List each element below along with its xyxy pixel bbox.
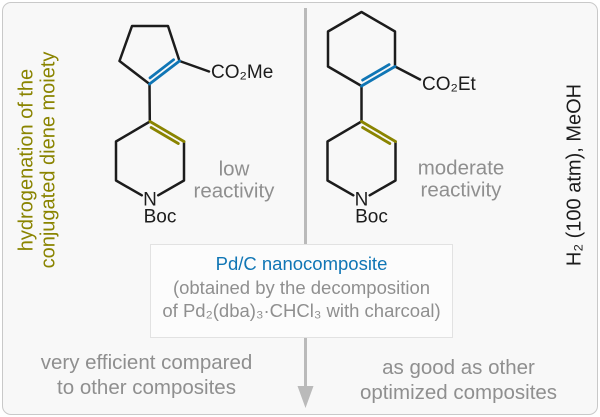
right-piperidine-bonds xyxy=(326,120,397,197)
right-ester-label: CO₂Et xyxy=(422,74,477,95)
right-alkene-double-bond xyxy=(360,63,397,88)
right-ester-bond xyxy=(393,65,422,81)
bottom-left-note-line2: to other composites xyxy=(57,375,236,399)
left-piperidine-bonds xyxy=(114,120,186,197)
reaction-conditions-label: H₂ (100 atm), MeOH xyxy=(563,83,586,267)
bottom-right-note-line1: as good as other xyxy=(382,356,535,379)
bottom-left-note: very efficient compared to other composi… xyxy=(18,351,275,400)
left-rotated-caption: hydrogenation of the conjugated diene mo… xyxy=(15,51,60,269)
down-arrow-icon xyxy=(297,8,314,408)
left-rotated-caption-line1: hydrogenation of the xyxy=(15,68,38,252)
left-boc-label: Boc xyxy=(144,207,177,228)
left-alkene-double-bond xyxy=(148,58,181,86)
bottom-right-note: as good as other optimized composites xyxy=(330,356,587,405)
catalyst-box: Pd/C nanocomposite (obtained by the deco… xyxy=(150,244,453,338)
catalyst-box-detail-line2: of Pd₂(dba)₃·CHCl₃ with charcoal) xyxy=(162,300,441,321)
left-reactivity-note-line2: reactivity xyxy=(194,180,276,203)
left-molecule xyxy=(114,24,211,197)
left-diene-double-bond xyxy=(148,120,186,145)
left-ester-bond xyxy=(178,59,211,73)
right-molecule xyxy=(326,10,422,197)
left-ester-label: CO₂Me xyxy=(211,62,273,83)
left-reactivity-note-line1: low xyxy=(219,158,250,181)
right-boc-label: Boc xyxy=(355,207,388,228)
catalyst-box-detail-line1: (obtained by the decomposition xyxy=(172,276,431,298)
left-cyclopentene-bonds xyxy=(118,24,181,86)
bottom-right-note-line2: optimized composites xyxy=(359,380,558,404)
right-cyclohexene-bonds xyxy=(326,10,397,88)
left-nitrogen-label: N xyxy=(143,190,157,211)
right-reactivity-note-line2: reactivity xyxy=(421,179,503,202)
right-diene-double-bond xyxy=(360,120,397,145)
right-nitrogen-label: N xyxy=(355,190,369,211)
catalyst-box-title: Pd/C nanocomposite xyxy=(215,253,388,274)
bottom-left-note-line1: very efficient compared xyxy=(40,351,253,374)
right-reactivity-note-line1: moderate xyxy=(418,157,505,180)
left-rotated-caption-line2: conjugated diene moiety xyxy=(37,51,59,269)
